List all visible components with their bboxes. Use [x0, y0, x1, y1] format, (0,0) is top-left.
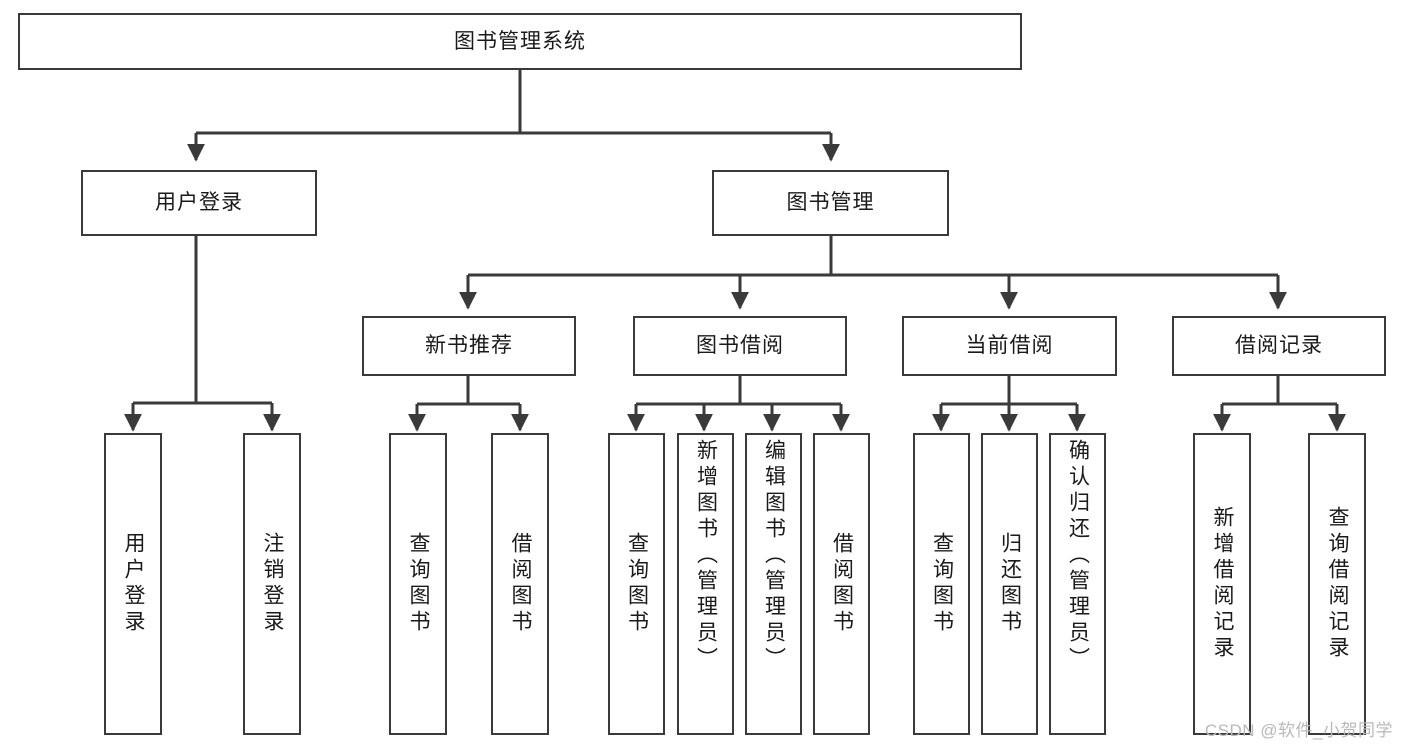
node-leaf-confirm-return-label: 确认归还（管理员）	[1066, 439, 1090, 673]
node-leaf-edit-book[interactable]: 编辑图书（管理员）	[745, 433, 802, 735]
node-leaf-return-book[interactable]: 归还图书	[981, 433, 1038, 735]
node-leaf-return-book-label: 归还图书	[998, 532, 1022, 636]
node-borrow-record[interactable]: 借阅记录	[1172, 316, 1386, 376]
node-leaf-borrow-book-2-label: 借阅图书	[830, 532, 854, 636]
node-leaf-query-record-label: 查询借阅记录	[1326, 506, 1350, 662]
node-current-borrow-label: 当前借阅	[965, 334, 1054, 358]
node-leaf-user-login-label: 用户登录	[122, 532, 146, 636]
node-leaf-query-book-1[interactable]: 查询图书	[389, 433, 447, 735]
node-new-book-recommend[interactable]: 新书推荐	[362, 316, 576, 376]
node-new-book-recommend-label: 新书推荐	[425, 334, 513, 358]
node-book-borrow[interactable]: 图书借阅	[633, 316, 847, 376]
node-leaf-query-book-2-label: 查询图书	[625, 532, 649, 636]
node-user-login-label: 用户登录	[155, 191, 243, 215]
node-leaf-query-book-1-label: 查询图书	[407, 532, 431, 636]
node-leaf-add-book[interactable]: 新增图书（管理员）	[677, 433, 734, 735]
node-leaf-user-logout[interactable]: 注销登录	[243, 433, 301, 735]
node-leaf-borrow-book-2[interactable]: 借阅图书	[813, 433, 870, 735]
node-user-login[interactable]: 用户登录	[81, 170, 317, 236]
node-borrow-record-label: 借阅记录	[1235, 334, 1323, 358]
watermark-text: CSDN @软件_小贺同学	[1204, 721, 1393, 740]
node-book-borrow-label: 图书借阅	[696, 334, 784, 358]
node-leaf-confirm-return[interactable]: 确认归还（管理员）	[1049, 433, 1106, 735]
node-leaf-add-book-label: 新增图书（管理员）	[694, 439, 718, 673]
node-leaf-add-record[interactable]: 新增借阅记录	[1193, 433, 1251, 735]
node-leaf-user-login[interactable]: 用户登录	[104, 433, 162, 735]
node-leaf-add-record-label: 新增借阅记录	[1211, 506, 1235, 662]
node-leaf-borrow-book-1-label: 借阅图书	[509, 532, 533, 636]
node-book-management[interactable]: 图书管理	[712, 170, 949, 236]
node-leaf-user-logout-label: 注销登录	[261, 532, 285, 636]
node-current-borrow[interactable]: 当前借阅	[902, 316, 1117, 376]
node-root-label: 图书管理系统	[454, 29, 586, 53]
node-leaf-borrow-book-1[interactable]: 借阅图书	[491, 433, 549, 735]
node-leaf-query-record[interactable]: 查询借阅记录	[1308, 433, 1366, 735]
node-leaf-query-book-2[interactable]: 查询图书	[608, 433, 665, 735]
node-leaf-query-book-3[interactable]: 查询图书	[913, 433, 970, 735]
node-book-management-label: 图书管理	[786, 191, 875, 215]
node-leaf-edit-book-label: 编辑图书（管理员）	[762, 439, 786, 673]
node-root[interactable]: 图书管理系统	[18, 13, 1022, 70]
node-leaf-query-book-3-label: 查询图书	[930, 532, 954, 636]
